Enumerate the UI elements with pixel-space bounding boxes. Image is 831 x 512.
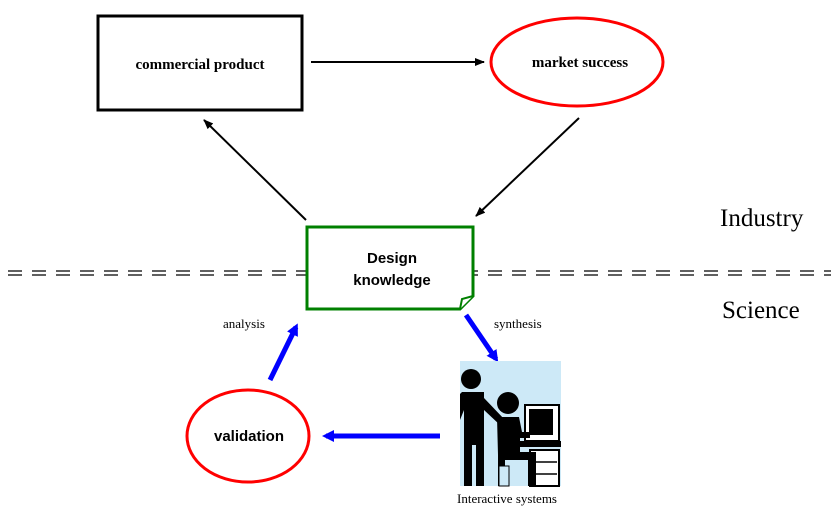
- synthesis-label: synthesis: [494, 316, 542, 331]
- validation-ellipse: [185, 388, 311, 484]
- arrow-design-to-systems: [463, 313, 499, 363]
- design-knowledge-label-line1: Design: [367, 250, 417, 267]
- commercial-product-box: [96, 14, 304, 112]
- design-knowledge-note: [305, 225, 475, 311]
- market-success-ellipse: [489, 16, 665, 108]
- interactive-systems-label: Interactive systems: [457, 491, 557, 506]
- arrow-validation-to-design: [267, 323, 299, 382]
- industry-label: Industry: [720, 205, 804, 232]
- validation-label: validation: [214, 428, 284, 445]
- market-success-label: market success: [532, 55, 628, 71]
- commercial-product-label: commercial product: [135, 57, 264, 73]
- arrow-design-to-product: [203, 119, 307, 221]
- design-knowledge-label-line2: knowledge: [353, 272, 431, 289]
- arrow-market-to-design: [475, 117, 580, 217]
- analysis-label: analysis: [223, 316, 265, 331]
- people-at-computer-icon: [460, 361, 561, 487]
- science-label: Science: [722, 297, 800, 324]
